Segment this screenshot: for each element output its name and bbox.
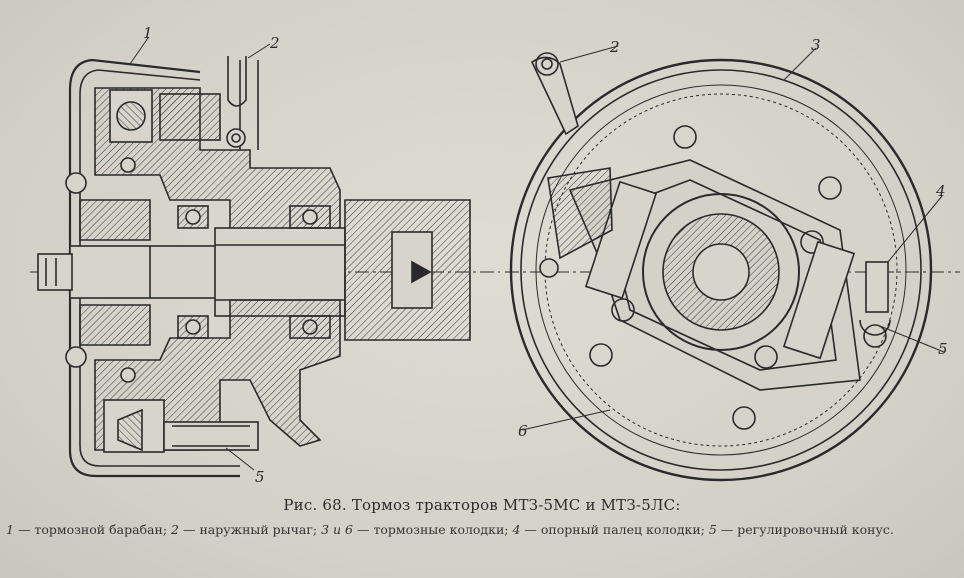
legend-text-5: регулировочный конус.	[737, 522, 894, 537]
legend-num-2: 2	[171, 522, 179, 537]
legend-num-4: 4	[512, 522, 521, 537]
callout-5-left: 5	[255, 468, 265, 486]
front-view	[505, 52, 960, 482]
legend-num-1: 1	[6, 522, 14, 537]
legend-text-3: тормозные колодки;	[373, 522, 509, 537]
callout-2-left: 2	[269, 34, 280, 52]
brake-drawing: 1 2 5	[30, 24, 960, 486]
section-view	[30, 56, 500, 478]
legend-num-3: 3 и 6	[321, 522, 353, 537]
callout-6-right: 6	[518, 422, 528, 440]
callout-2-right: 2	[609, 38, 620, 56]
callouts-right	[521, 45, 945, 431]
callouts-left	[129, 37, 271, 471]
figure-legend: 1 — тормозной барабан; 2 — наружный рыча…	[6, 521, 956, 538]
callout-4-right: 4	[935, 182, 946, 200]
legend-num-5: 5	[708, 522, 717, 537]
callout-3-right: 3	[811, 36, 821, 54]
figure-caption: Рис. 68. Тормоз тракторов МТЗ-5МС и МТЗ-…	[283, 496, 681, 514]
legend-dash-1: —	[17, 522, 31, 537]
legend-text-1: тормозной барабан;	[34, 522, 168, 537]
legend-text-2: наружный рычаг;	[199, 522, 318, 537]
legend-text-4: опорный палец колодки;	[540, 522, 705, 537]
legend-dash-5: —	[720, 522, 734, 537]
legend-dash-3: —	[356, 522, 370, 537]
callout-5-right: 5	[938, 340, 948, 358]
callout-1-left: 1	[143, 24, 153, 42]
legend-dash-2: —	[182, 522, 196, 537]
legend-dash-4: —	[524, 522, 537, 537]
